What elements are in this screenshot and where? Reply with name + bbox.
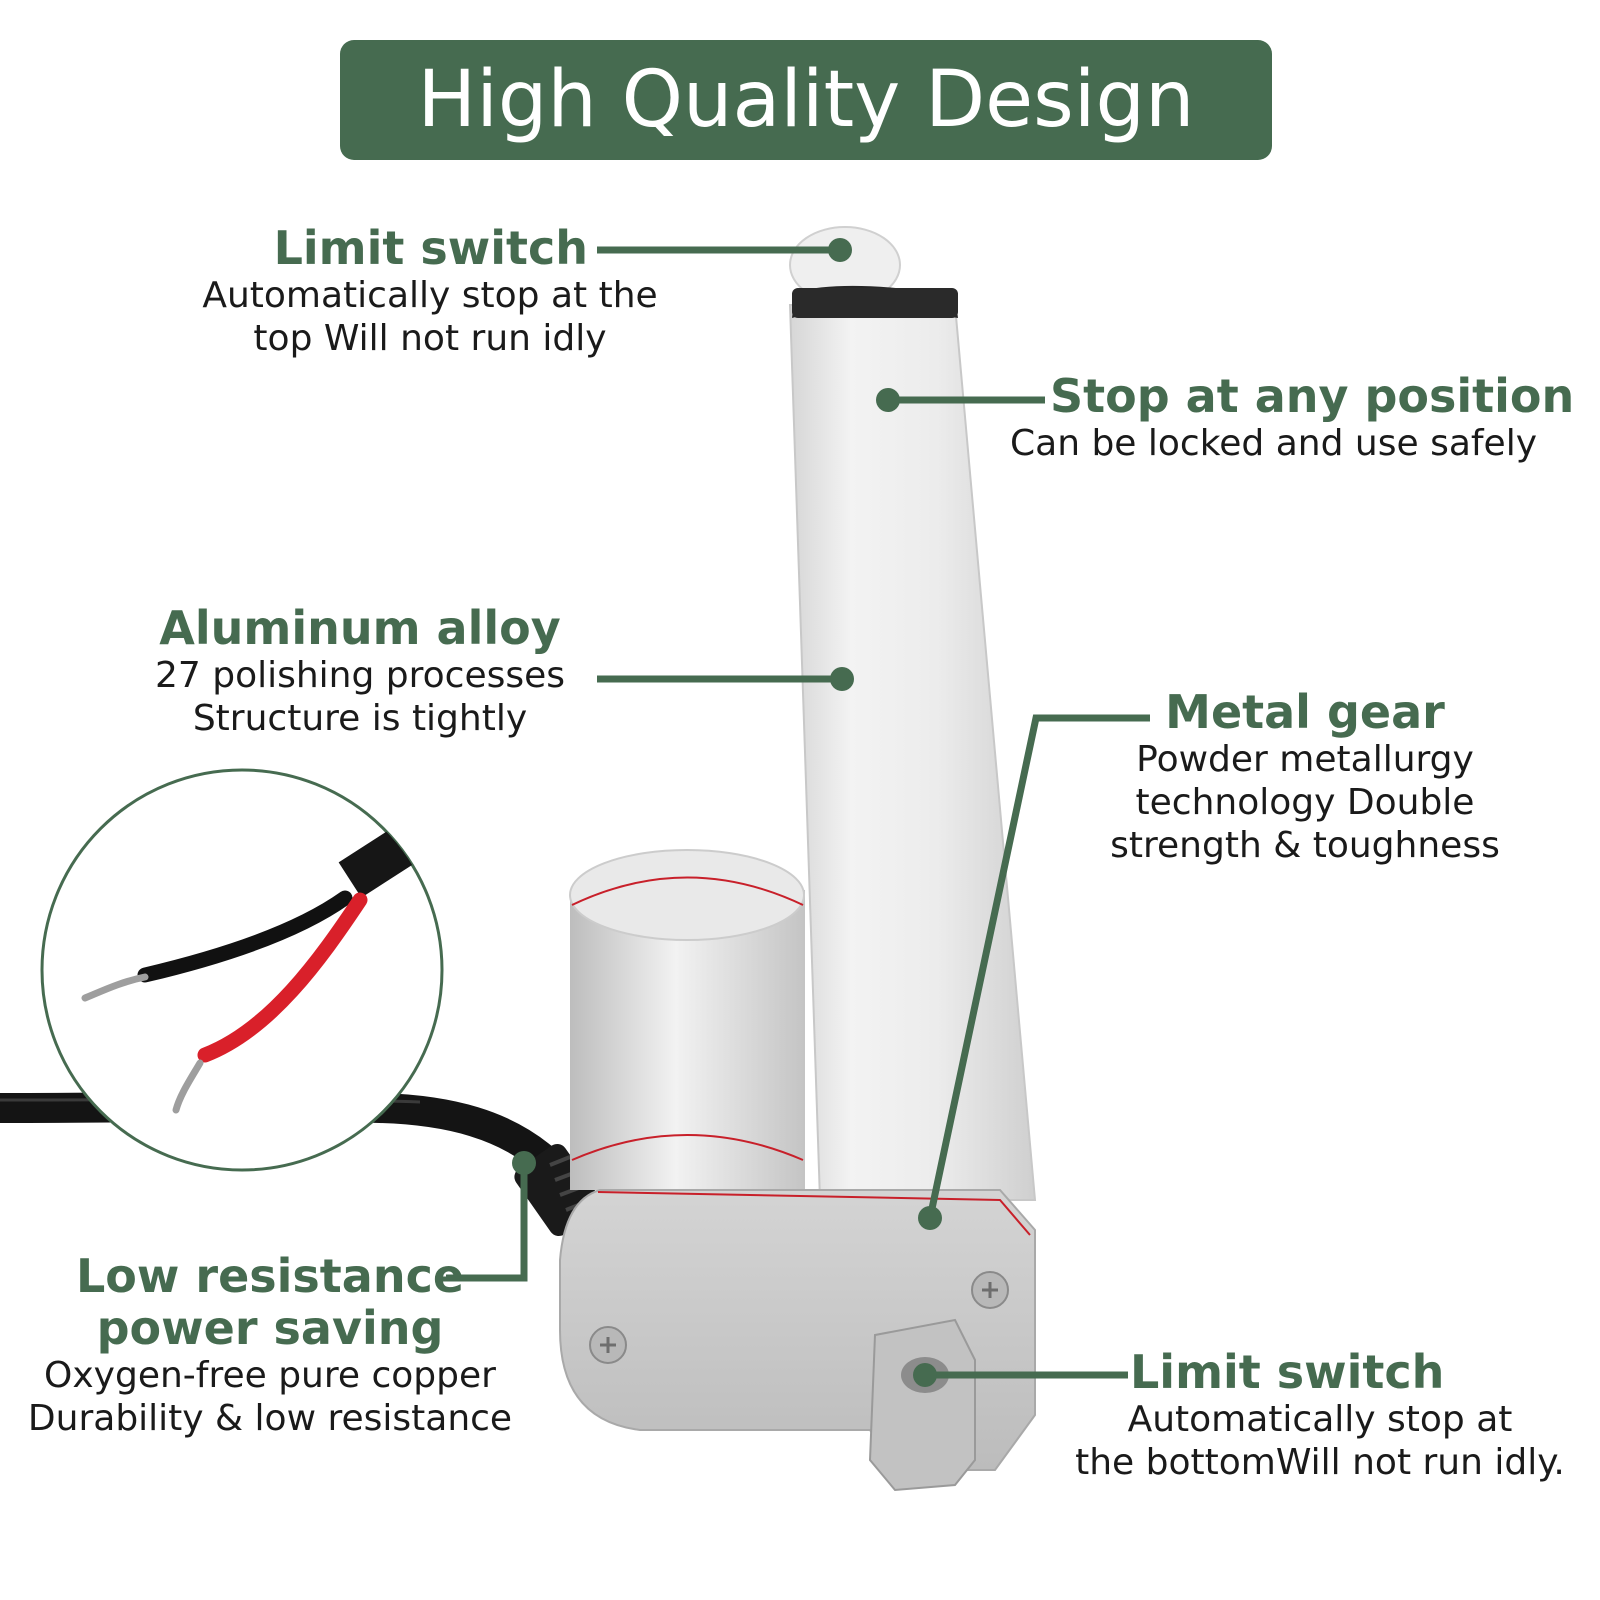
wire-inset [40,768,444,1172]
callout-heading: power saving [96,1301,444,1355]
page-title: High Quality Design [417,55,1195,145]
title-banner: High Quality Design [340,40,1272,160]
leader-lines [446,238,1150,1387]
callout-low-resistance: Low resistance power saving Oxygen-free … [0,1250,540,1440]
callout-desc-line: strength & toughness [1110,825,1500,866]
callout-desc-line: Durability & low resistance [27,1398,513,1439]
callout-heading: Metal gear [1165,685,1445,739]
motor-cylinder [569,849,805,1190]
callout-desc-line: technology Double [1135,782,1475,823]
callout-aluminum-alloy: Aluminum alloy 27 polishing processes St… [120,602,600,740]
callout-desc-line: Structure is tightly [192,698,528,739]
rear-mount [868,1318,976,1492]
callout-desc-line: Automatically stop at [1127,1399,1513,1440]
callout-desc-line: 27 polishing processes [154,655,566,696]
callout-stop-any-position: Stop at any position Can be locked and u… [1010,370,1600,465]
screw-left [589,1326,627,1364]
callout-desc-line: the bottomWill not run idly. [1075,1442,1565,1483]
callout-desc-line: top Will not run idly [253,318,607,359]
actuator-tube [788,226,1037,1201]
screw-right [971,1271,1009,1309]
callout-heading: Stop at any position [1050,369,1575,423]
callout-desc-line: Powder metallurgy [1136,739,1474,780]
callout-heading: Aluminum alloy [159,601,561,655]
callout-limit-switch-top: Limit switch Automatically stop at the t… [180,222,680,360]
callout-limit-switch-bottom: Limit switch Automatically stop at the b… [1040,1346,1600,1484]
callout-desc-line: Oxygen-free pure copper [44,1355,496,1396]
callout-metal-gear: Metal gear Powder metallurgy technology … [1075,686,1535,867]
callout-desc-line: Can be locked and use safely [1010,423,1538,464]
gearbox [559,1189,1036,1492]
callout-heading: Low resistance [75,1249,465,1303]
callout-heading: Limit switch [1130,1345,1445,1399]
callout-desc-line: Automatically stop at the [202,275,658,316]
callout-heading: Limit switch [273,221,588,275]
